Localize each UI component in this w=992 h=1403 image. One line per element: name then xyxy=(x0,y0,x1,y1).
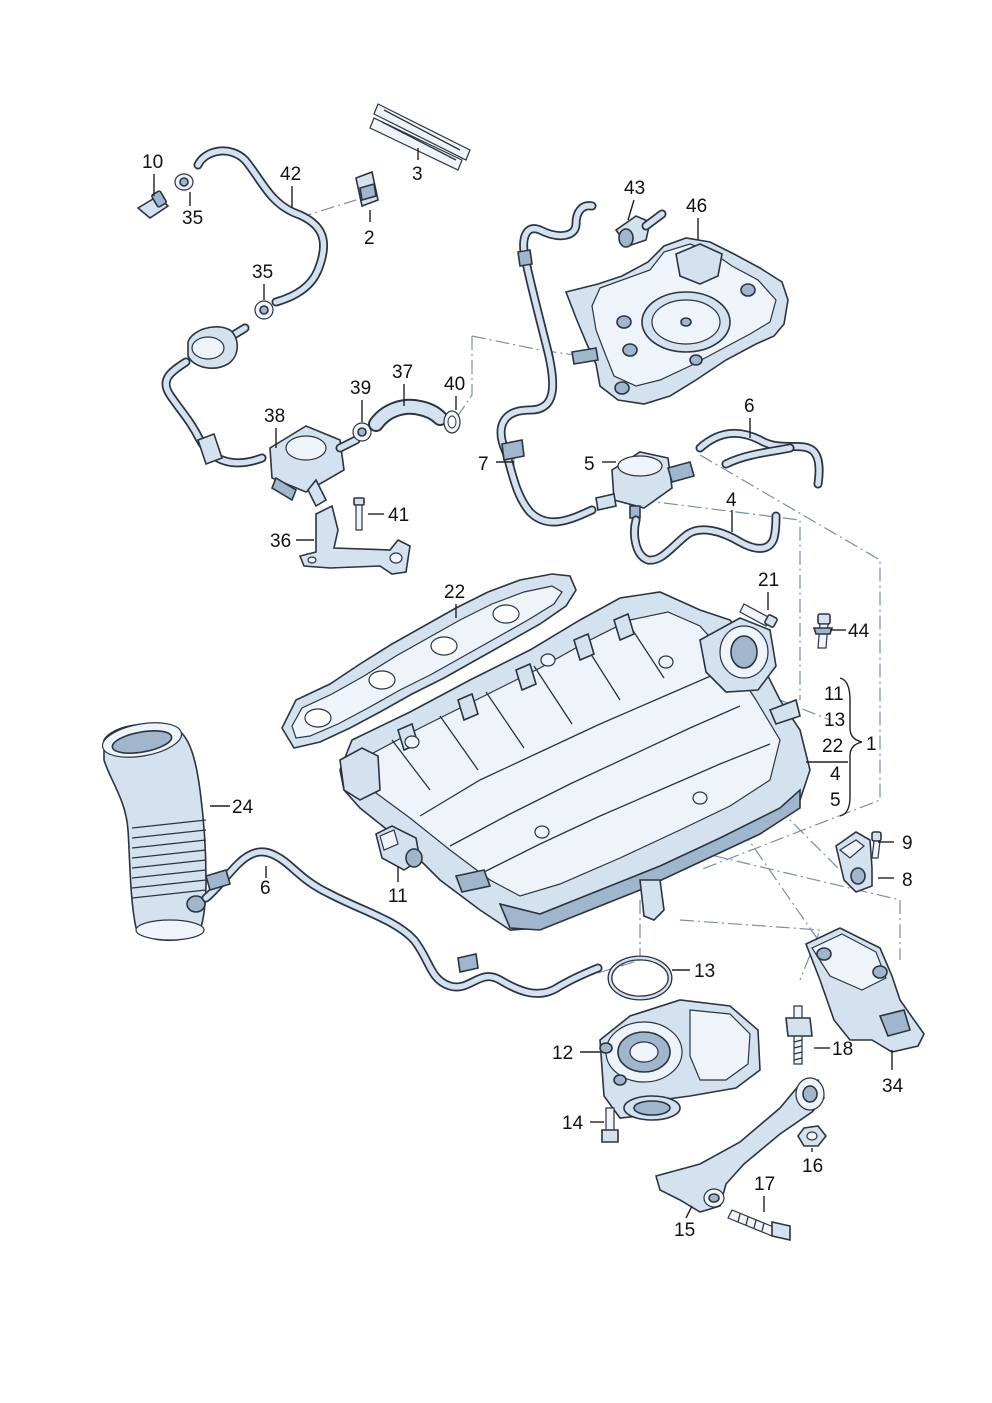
part-inline-filter-hose xyxy=(161,323,267,468)
callout-18: 18 xyxy=(832,1039,853,1060)
callout-37: 37 xyxy=(392,362,413,383)
part-24-intake-duct xyxy=(101,722,207,942)
callout-16: 16 xyxy=(802,1156,823,1177)
part-46-cover xyxy=(564,237,789,405)
callout-11: 11 xyxy=(388,886,408,907)
part-8-sensor xyxy=(835,831,873,893)
callout-43: 43 xyxy=(624,178,645,199)
callout-21: 21 xyxy=(758,570,779,591)
part-6-hose-upper xyxy=(695,428,824,489)
part-41-bolt xyxy=(353,497,365,531)
part-21-bolt xyxy=(739,603,778,628)
callout-group-11: 11 xyxy=(824,684,844,705)
callout-6-upper: 6 xyxy=(744,396,755,417)
callout-9: 9 xyxy=(902,833,913,854)
part-35-clamp-upper xyxy=(174,173,194,191)
callout-42: 42 xyxy=(280,164,301,185)
part-2-clip xyxy=(355,170,379,208)
part-5-valve xyxy=(595,451,695,519)
callout-35-lower: 35 xyxy=(252,262,273,283)
callout-10: 10 xyxy=(142,152,163,173)
callout-34: 34 xyxy=(882,1076,904,1097)
callout-39: 39 xyxy=(350,378,371,399)
callout-labels: 10 35 42 2 3 35 43 46 37 39 40 38 6 7 5 … xyxy=(142,152,913,1241)
callout-leader-lines xyxy=(153,148,894,1219)
part-43-fitting xyxy=(614,209,667,248)
callout-6-lower: 6 xyxy=(260,878,271,899)
part-10-connector xyxy=(136,190,170,219)
part-6-hose-lower xyxy=(201,847,603,998)
callout-44: 44 xyxy=(848,621,870,642)
callout-1: 1 xyxy=(866,734,877,755)
callout-13: 13 xyxy=(694,961,715,982)
part-11-sensor xyxy=(375,825,423,871)
callout-5: 5 xyxy=(584,454,595,475)
part-14-bolt xyxy=(601,1107,619,1143)
callout-group-5: 5 xyxy=(830,790,841,811)
part-22-gasket xyxy=(281,573,577,749)
part-7-hose xyxy=(496,201,597,527)
part-1-intake-manifold xyxy=(339,591,811,931)
part-3-strip xyxy=(369,103,471,171)
part-9-screw xyxy=(871,831,882,859)
callout-38: 38 xyxy=(264,406,285,427)
callout-41: 41 xyxy=(388,505,409,526)
part-18-stud xyxy=(785,1005,813,1065)
part-17-bolt xyxy=(727,1209,791,1241)
callout-8: 8 xyxy=(902,870,913,891)
part-12-throttle-body xyxy=(599,999,761,1121)
callout-22-gasket: 22 xyxy=(444,582,465,603)
group-bracket xyxy=(839,677,863,817)
part-4-hose xyxy=(630,511,781,565)
callout-4: 4 xyxy=(726,490,737,511)
callout-24: 24 xyxy=(232,797,254,818)
part-44-sensor xyxy=(812,613,834,649)
callout-12: 12 xyxy=(552,1043,573,1064)
part-15-support-arm xyxy=(655,1077,825,1213)
part-42-hose xyxy=(193,146,329,307)
part-34-bracket xyxy=(804,927,925,1053)
part-36-bracket xyxy=(298,504,411,575)
part-16-nut xyxy=(797,1125,828,1147)
part-37-hose xyxy=(368,398,448,432)
callout-15: 15 xyxy=(674,1220,695,1241)
callout-40: 40 xyxy=(444,374,465,395)
part-38-valve xyxy=(269,425,361,508)
part-39-clamp xyxy=(352,422,372,442)
part-40-ring xyxy=(443,410,461,434)
callout-35-upper: 35 xyxy=(182,208,203,229)
callout-group-22: 22 xyxy=(822,736,843,757)
callout-group-13: 13 xyxy=(824,710,845,731)
part-13-o-ring xyxy=(607,955,673,1001)
callout-2: 2 xyxy=(364,228,375,249)
callout-group-4: 4 xyxy=(830,764,841,785)
callout-46: 46 xyxy=(686,196,707,217)
callout-7: 7 xyxy=(478,454,489,475)
callout-14: 14 xyxy=(562,1113,584,1134)
callout-17: 17 xyxy=(754,1174,775,1195)
part-35-clamp-lower xyxy=(254,300,274,320)
callout-3: 3 xyxy=(412,164,423,185)
callout-36: 36 xyxy=(270,531,291,552)
